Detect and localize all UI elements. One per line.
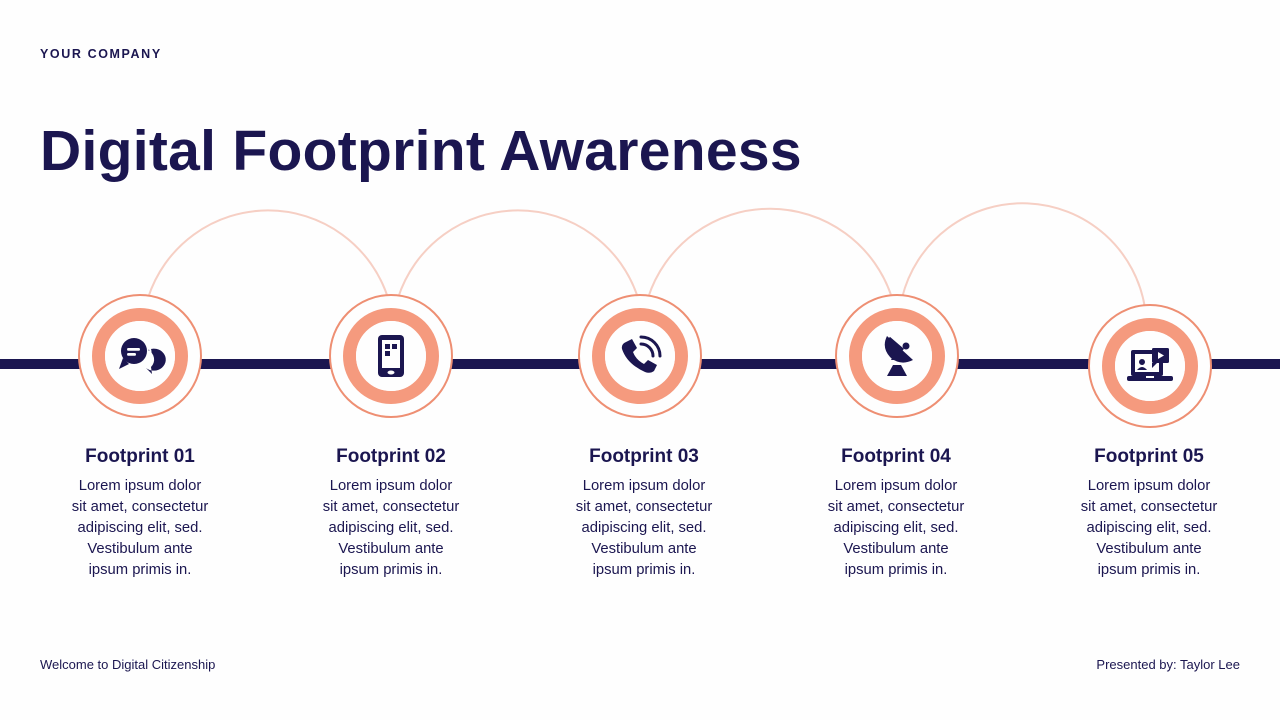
node-3-description: Lorem ipsum dolor sit amet, consectetur … xyxy=(575,478,713,578)
node-2-description: Lorem ipsum dolor sit amet, consectetur … xyxy=(322,478,460,578)
footer-presenter: Presented by: Taylor Lee xyxy=(1096,657,1240,672)
phone-call-icon xyxy=(621,335,662,373)
arc-2-3 xyxy=(397,209,639,299)
connector-arcs xyxy=(147,202,1146,309)
node-2-text: Footprint 02 Lorem ipsum dolor sit amet,… xyxy=(276,446,506,581)
satellite-dish-icon xyxy=(884,336,913,376)
node-3-title: Footprint 03 xyxy=(589,446,699,467)
page-title: Digital Footprint Awareness xyxy=(40,119,802,183)
node-4-circle xyxy=(835,294,959,418)
node-2-circle xyxy=(329,294,453,418)
chat-bubbles-icon xyxy=(119,338,166,374)
node-3-text: Footprint 03 Lorem ipsum dolor sit amet,… xyxy=(529,446,759,581)
node-5-circle xyxy=(1088,304,1212,428)
node-4-text: Footprint 04 Lorem ipsum dolor sit amet,… xyxy=(781,446,1011,581)
node-4-title: Footprint 04 xyxy=(841,446,951,467)
arc-3-4 xyxy=(647,207,893,299)
node-5-title: Footprint 05 xyxy=(1094,446,1204,467)
node-3-circle xyxy=(578,294,702,418)
footer-subtitle: Welcome to Digital Citizenship xyxy=(40,657,216,672)
node-1-circle xyxy=(78,294,202,418)
node-1-title: Footprint 01 xyxy=(85,446,195,467)
node-5-description: Lorem ipsum dolor sit amet, consectetur … xyxy=(1080,478,1218,578)
node-2-title: Footprint 02 xyxy=(336,446,446,467)
laptop-video-icon xyxy=(1127,348,1173,381)
arc-1-2 xyxy=(147,209,389,299)
node-1-description: Lorem ipsum dolor sit amet, consectetur … xyxy=(71,478,209,578)
company-label: YOUR COMPANY xyxy=(40,47,162,61)
node-5-text: Footprint 05 Lorem ipsum dolor sit amet,… xyxy=(1034,446,1264,581)
arc-4-5 xyxy=(901,202,1146,309)
smartphone-icon xyxy=(378,335,404,377)
node-4-description: Lorem ipsum dolor sit amet, consectetur … xyxy=(827,478,965,578)
node-1-text: Footprint 01 Lorem ipsum dolor sit amet,… xyxy=(25,446,255,581)
